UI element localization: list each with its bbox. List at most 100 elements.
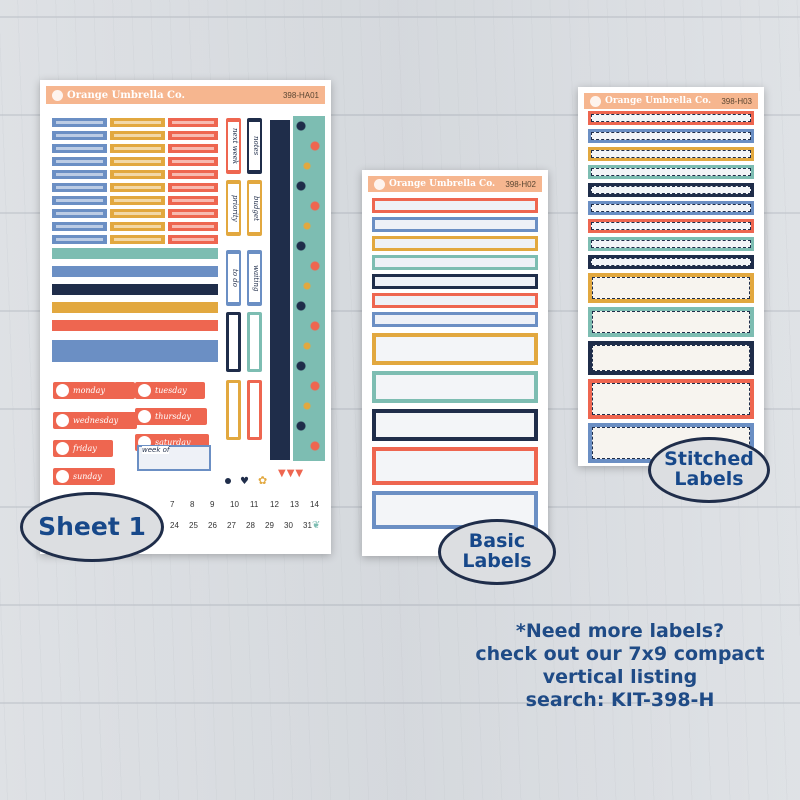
vertical-label-text: waiting bbox=[249, 254, 260, 302]
basic-label bbox=[372, 255, 538, 270]
day-text: tuesday bbox=[155, 386, 187, 395]
pencil-icon bbox=[56, 134, 103, 137]
stitched-inner bbox=[591, 168, 751, 176]
pencil-icon bbox=[172, 173, 214, 176]
stitched-label-large bbox=[588, 341, 754, 375]
pencil-strip bbox=[110, 131, 165, 140]
pencil-strip bbox=[52, 209, 107, 218]
day-label-friday: friday bbox=[53, 440, 113, 457]
vertical-label: notes bbox=[247, 118, 262, 174]
pencil-strip bbox=[52, 144, 107, 153]
day-label-monday: monday bbox=[53, 382, 135, 399]
pencil-icon bbox=[114, 186, 161, 189]
pencil-strip bbox=[168, 157, 218, 166]
vertical-box-inner bbox=[229, 315, 238, 369]
pencil-icon bbox=[172, 121, 214, 124]
vertical-label: waiting bbox=[247, 250, 262, 306]
pencil-strip bbox=[52, 170, 107, 179]
day-dot bbox=[138, 384, 151, 397]
day-dot bbox=[56, 384, 69, 397]
sheet-1-bubble-text: Sheet 1 bbox=[38, 511, 146, 541]
sheet-2-brand: Orange Umbrella Co. bbox=[374, 178, 496, 190]
stitched-bubble-line-2: Labels bbox=[674, 468, 744, 490]
day-label-wednesday: wednesday bbox=[53, 412, 137, 429]
basic-label bbox=[372, 217, 538, 232]
date-number: 25 bbox=[189, 521, 198, 530]
stitched-inner bbox=[591, 186, 751, 194]
info-line-1: *Need more labels? bbox=[515, 620, 725, 642]
date-number: 10 bbox=[230, 500, 239, 509]
date-number: 30 bbox=[284, 521, 293, 530]
vertical-box-inner bbox=[250, 383, 259, 437]
pencil-strip bbox=[168, 222, 218, 231]
basic-label-large bbox=[372, 409, 538, 441]
day-dot bbox=[56, 442, 69, 455]
stitched-label-large bbox=[588, 273, 754, 303]
sticker-sheet-2: Orange Umbrella Co. 398-H02 bbox=[362, 170, 548, 556]
pencil-icon bbox=[172, 238, 214, 241]
vertical-label-text: budget bbox=[249, 184, 260, 232]
stitched-inner bbox=[591, 222, 751, 230]
date-number: 11 bbox=[250, 500, 259, 509]
wide-strip bbox=[52, 302, 218, 313]
sheet-2-header: Orange Umbrella Co. 398-H02 bbox=[368, 176, 542, 192]
pencil-strip bbox=[110, 235, 165, 244]
date-number: 27 bbox=[227, 521, 236, 530]
stitched-label bbox=[588, 129, 754, 143]
vertical-label-text: next week bbox=[228, 122, 239, 170]
pencil-strip bbox=[168, 209, 218, 218]
sheet-3-brand-text: Orange Umbrella Co. bbox=[605, 96, 712, 106]
stitched-label bbox=[588, 165, 754, 179]
basic-label-large bbox=[372, 491, 538, 529]
sheet-3-code: 398-H03 bbox=[721, 96, 752, 106]
date-number: 31 bbox=[303, 521, 312, 530]
pencil-strip bbox=[52, 235, 107, 244]
wide-strip bbox=[52, 266, 218, 277]
vertical-box-inner bbox=[229, 383, 238, 437]
pencil-strip bbox=[168, 144, 218, 153]
date-number: 8 bbox=[190, 500, 195, 509]
stitched-inner bbox=[591, 114, 751, 122]
vertical-label-text: to do bbox=[228, 254, 239, 302]
pencil-icon bbox=[114, 147, 161, 150]
sheet-1-code: 398-HA01 bbox=[282, 90, 319, 100]
day-text: sunday bbox=[73, 472, 102, 481]
vertical-label: priority bbox=[226, 180, 241, 236]
date-number: 7 bbox=[170, 500, 175, 509]
stitched-inner bbox=[591, 240, 751, 248]
pencil-icon bbox=[56, 199, 103, 202]
pencil-icon bbox=[56, 225, 103, 228]
stitched-label bbox=[588, 255, 754, 269]
pencil-icon bbox=[114, 173, 161, 176]
sheet-2-brand-text: Orange Umbrella Co. bbox=[389, 179, 496, 189]
pencil-strip bbox=[168, 196, 218, 205]
pencil-icon bbox=[114, 160, 161, 163]
pencil-strip bbox=[110, 170, 165, 179]
sticker-sheet-3: Orange Umbrella Co. 398-H03 bbox=[578, 87, 764, 466]
heart-icon: ♥ bbox=[240, 476, 249, 487]
vertical-box bbox=[247, 380, 262, 440]
vertical-label-text: priority bbox=[228, 184, 239, 232]
basic-label bbox=[372, 198, 538, 213]
day-text: monday bbox=[73, 386, 105, 395]
date-number: 12 bbox=[270, 500, 279, 509]
sheet-1-washi-strip-teal bbox=[293, 116, 325, 461]
pencil-strip bbox=[168, 131, 218, 140]
basic-label bbox=[372, 312, 538, 327]
pencil-icon bbox=[114, 199, 161, 202]
pencil-icon bbox=[114, 212, 161, 215]
basic-bubble-line-1: Basic bbox=[468, 530, 526, 553]
flower-icon: ✿ bbox=[258, 474, 268, 487]
stitched-inner bbox=[591, 132, 751, 140]
umbrella-logo-icon bbox=[52, 89, 63, 101]
date-number: 29 bbox=[265, 521, 274, 530]
day-text: friday bbox=[73, 444, 97, 453]
small-dot-icon bbox=[225, 478, 231, 484]
pencil-icon bbox=[172, 186, 214, 189]
basic-labels-bubble: Basic Labels bbox=[438, 519, 556, 585]
sheet-1-brand-text: Orange Umbrella Co. bbox=[67, 89, 185, 101]
umbrella-logo-icon bbox=[590, 95, 601, 107]
info-line-3: vertical listing bbox=[542, 666, 698, 688]
info-line-2: check out our 7x9 compact bbox=[475, 643, 765, 665]
pencil-icon bbox=[172, 199, 214, 202]
